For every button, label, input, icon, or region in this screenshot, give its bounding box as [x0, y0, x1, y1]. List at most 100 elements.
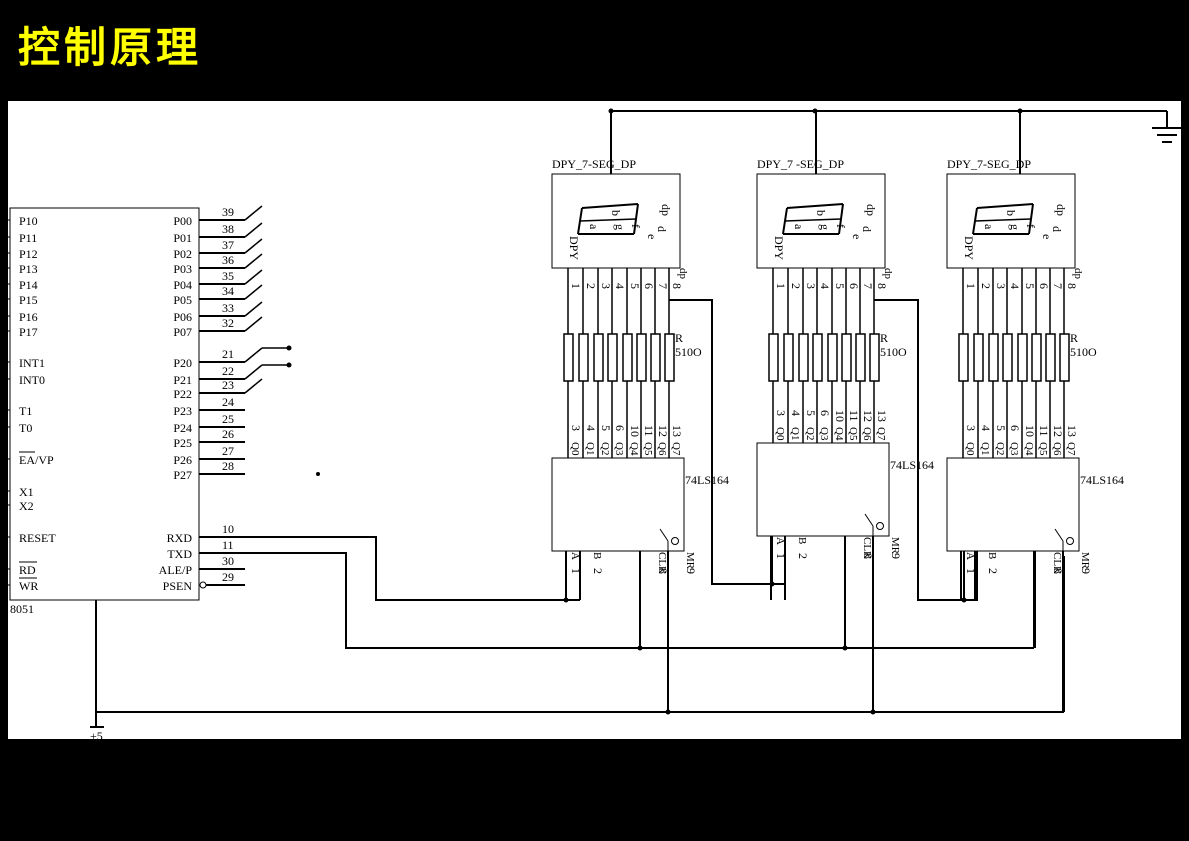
display-pin-number: 1: [964, 283, 978, 289]
register-input-pin: 1: [964, 568, 978, 574]
junction-dot: [608, 108, 614, 114]
mcu-left-pin-label: T0: [19, 421, 32, 435]
register-pin-number: 6: [613, 425, 627, 431]
junction-dot: [563, 597, 569, 603]
mcu-right-pin-label: P21: [173, 373, 192, 387]
register-output-label: Q7: [875, 427, 887, 441]
register-output-label: Q1: [789, 427, 801, 440]
segment-label: g: [613, 224, 627, 230]
display-pin-number: 2: [979, 283, 993, 289]
register-output-label: Q4: [833, 427, 845, 441]
junction-dot: [842, 645, 848, 651]
segment-shape: [784, 218, 842, 222]
mcu-pin-number: 28: [222, 459, 234, 473]
mcu-pin-number: 32: [222, 316, 234, 330]
segment-label: b: [814, 210, 828, 216]
register-pin-number: 13: [670, 425, 684, 437]
segment-label: g: [818, 224, 832, 230]
register-pin-number: 10: [833, 410, 847, 422]
mcu-left-pin-label: T1: [19, 404, 32, 418]
register-output-label: Q0: [964, 442, 976, 456]
register-input-label: CLK: [861, 537, 873, 559]
mcu-pin-number: 21: [222, 347, 234, 361]
register-output-label: Q6: [656, 442, 668, 456]
display-name-label: DPY_7-SEG_DP: [947, 157, 1031, 171]
display-pin-number: 7: [1051, 283, 1065, 289]
mcu-right-pin-label: ALE/P: [159, 563, 193, 577]
display-pin-number: 3: [994, 283, 1008, 289]
register-input-label: A: [569, 552, 581, 560]
bus-entry: [244, 269, 263, 285]
register-pin-number: 3: [964, 425, 978, 431]
mcu-8051-box: [9, 207, 200, 601]
register-output-label: Q3: [818, 427, 830, 441]
register-input-label: A: [964, 552, 976, 560]
segment-label: e: [1040, 234, 1054, 239]
segment-shape: [786, 203, 844, 209]
segment-label: a: [792, 224, 806, 230]
register-input-pin: 9: [889, 553, 903, 559]
junction-dot: [769, 581, 775, 587]
segment-label: g: [1008, 224, 1022, 230]
resistor-label: R: [675, 331, 683, 345]
mcu-right-pin-label: P20: [173, 356, 192, 370]
register-pin-number: 10: [628, 425, 642, 437]
mcu-pin-number: 36: [222, 253, 234, 267]
display-pin-number: 8: [670, 283, 684, 289]
current-limit-resistor: [869, 333, 880, 382]
register-input-label: MR: [684, 552, 696, 570]
segment-label: a: [587, 224, 601, 230]
mcu-name-label: 8051: [10, 602, 34, 616]
junction-dot: [870, 709, 876, 715]
display-pin-number: 2: [584, 283, 598, 289]
current-limit-resistor: [798, 333, 809, 382]
current-limit-resistor: [593, 333, 604, 382]
display-pin-number: 1: [774, 283, 788, 289]
display-pin-number: 1: [569, 283, 583, 289]
register-name-label: 74LS164: [890, 458, 934, 472]
junction-dot: [812, 108, 818, 114]
current-limit-resistor: [855, 333, 866, 382]
current-limit-resistor: [622, 333, 633, 382]
display-pin-number: 7: [656, 283, 670, 289]
display-body-label: DPY: [567, 236, 581, 260]
mcu-right-pin-label: P23: [173, 404, 192, 418]
register-input-label: B: [796, 537, 808, 544]
register-output-label: Q6: [1051, 442, 1063, 456]
mcu-left-pin-label: P11: [19, 231, 37, 245]
mcu-right-pin-label: P05: [173, 293, 192, 307]
segment-label: d: [1050, 226, 1064, 232]
mcu-right-pin-label: TXD: [167, 547, 192, 561]
current-limit-resistor: [1002, 333, 1013, 382]
serial-data-wire: [245, 536, 580, 601]
display-pin-number: 8: [1065, 283, 1079, 289]
seven-seg-display-box: [756, 173, 886, 269]
mcu-right-pin-label: P24: [173, 421, 192, 435]
register-input-pin: 2: [591, 568, 605, 574]
display-pin-number: 3: [599, 283, 613, 289]
mcu-left-pin-label: X2: [19, 499, 34, 513]
segment-label: e: [850, 234, 864, 239]
current-limit-resistor: [973, 333, 984, 382]
register-output-label: Q0: [774, 427, 786, 441]
resistor-value: 510O: [1070, 345, 1097, 359]
register-input-label: CLK: [1051, 552, 1063, 574]
display-pin-number: 3: [804, 283, 818, 289]
junction-dot: [286, 345, 292, 351]
register-pin-number: 13: [875, 410, 889, 422]
mr-inverter-bubble: [876, 522, 884, 530]
register-output-label: Q3: [1008, 442, 1020, 456]
segment-label: dp: [864, 204, 878, 216]
junction-dot: [286, 362, 292, 368]
segment-label: f: [834, 224, 848, 228]
register-output-label: Q2: [994, 442, 1006, 455]
current-limit-resistor: [988, 333, 999, 382]
shift-register-74ls164-box: [551, 457, 685, 552]
segment-label: dp: [659, 204, 673, 216]
register-output-label: Q7: [670, 442, 682, 456]
register-output-label: Q1: [584, 442, 596, 455]
display-pin-number: 4: [1008, 283, 1022, 289]
stray-dot: [316, 472, 320, 476]
segment-label: f: [629, 224, 643, 228]
